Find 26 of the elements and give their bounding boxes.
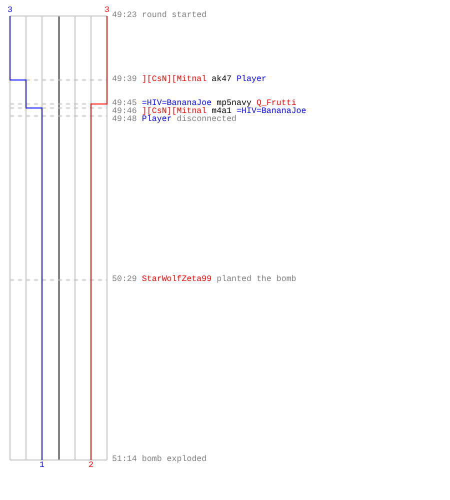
- player-count: 1: [40, 462, 44, 470]
- time-label: 49:39: [112, 76, 137, 84]
- player-name: =HIV=BananaJoe: [142, 100, 212, 108]
- event-text: bomb exploded: [142, 456, 207, 464]
- player-count: 3: [8, 7, 12, 15]
- time-label: 49:48: [112, 116, 137, 124]
- time-label: 49:45: [112, 100, 137, 108]
- time-label: 49:23: [112, 12, 137, 20]
- player-name: ][CsN][Mitnal: [142, 108, 207, 116]
- time-label: 50:29: [112, 276, 137, 284]
- player-name: StarWolfZeta99: [142, 276, 212, 284]
- weapon-name: m4a1: [212, 108, 232, 116]
- player-name: Player: [236, 76, 266, 84]
- weapon-name: ak47: [212, 76, 232, 84]
- time-label: 51:14: [112, 456, 137, 464]
- player-name: Player: [142, 116, 172, 124]
- event-text: planted the bomb: [216, 276, 296, 284]
- player-count: 3: [104, 7, 110, 15]
- player-name: =HIV=BananaJoe: [236, 108, 306, 116]
- player-name: Q_Frutti: [256, 100, 296, 108]
- time-label: 49:46: [112, 108, 137, 116]
- event-text: disconnected: [176, 116, 237, 124]
- player-count: 2: [88, 462, 94, 470]
- player-name: ][CsN][Mitnal: [142, 76, 207, 84]
- weapon-name: mp5navy: [216, 100, 252, 108]
- event-text: round started: [142, 12, 207, 20]
